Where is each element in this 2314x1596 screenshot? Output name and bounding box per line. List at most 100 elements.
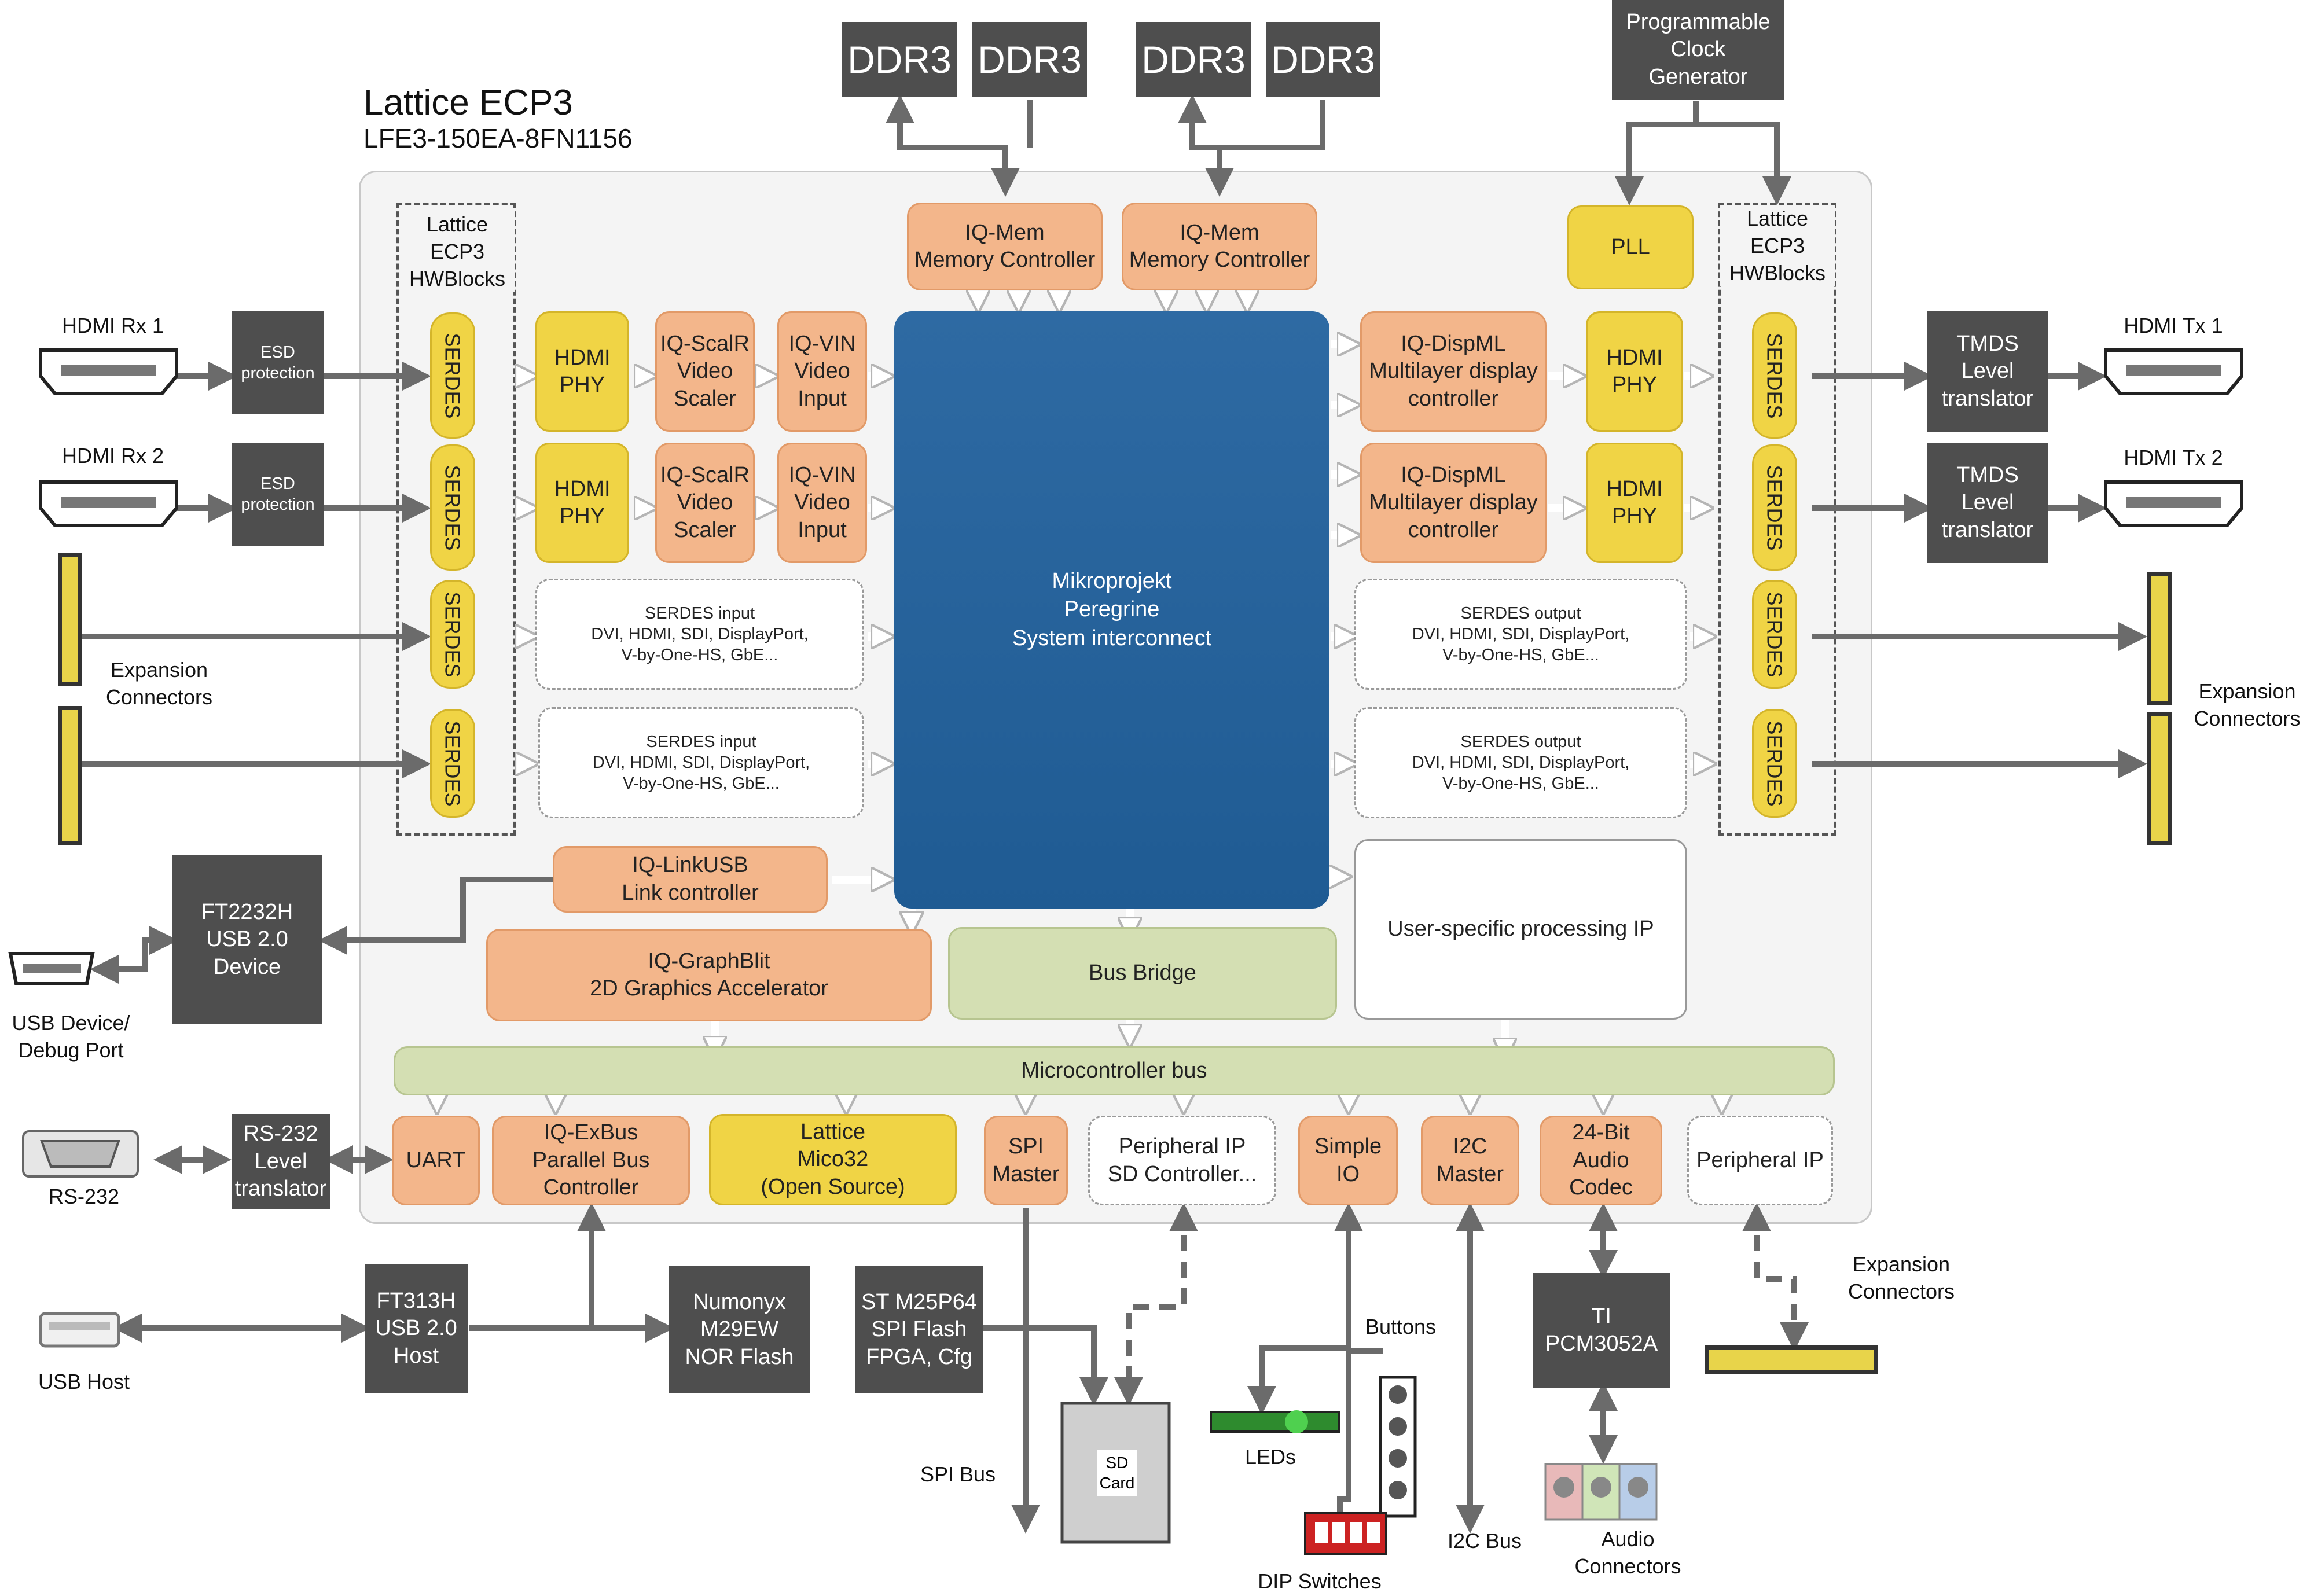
hdmi-phy-out-1: HDMI PHY xyxy=(1586,311,1683,432)
hwblocks-left-region xyxy=(396,203,516,836)
audio-jacks-icon xyxy=(1544,1463,1658,1521)
serdes-out-2: SERDES xyxy=(1752,444,1797,571)
simple-io-wire xyxy=(1247,1202,1363,1415)
expansion-header-left-1-icon xyxy=(58,553,82,686)
usb-device-wire xyxy=(90,926,178,984)
chip-title: Lattice ECP3 xyxy=(363,83,573,123)
spi-flash-wire xyxy=(983,1325,1108,1406)
dip-wire xyxy=(1337,1348,1351,1513)
dip-switches-label: DIP Switches xyxy=(1258,1569,1382,1593)
linkusb-wire xyxy=(318,877,556,955)
mico32-processor: Lattice Mico32 (Open Source) xyxy=(709,1114,957,1205)
display-controller-1: IQ-DispML Multilayer display controller xyxy=(1360,311,1547,432)
ddr-wire-4 xyxy=(1220,100,1325,150)
serdes-in-3: SERDES xyxy=(430,580,475,689)
rs232-label: RS-232 xyxy=(48,1185,120,1208)
hwblocks-right-label: Lattice ECP3 HWBlocks xyxy=(1720,205,1835,287)
exbus-controller: IQ-ExBus Parallel Bus Controller xyxy=(492,1116,690,1205)
leds-icon xyxy=(1210,1410,1340,1433)
hdmi-phy-in-2: HDMI PHY xyxy=(535,443,629,563)
usb-device-label: USB Device/ Debug Port xyxy=(12,1011,130,1062)
video-input-2: IQ-VIN Video Input xyxy=(777,443,867,563)
dip-switch-icon xyxy=(1304,1512,1387,1555)
ddr3-chip-3: DDR3 xyxy=(1136,22,1251,97)
ddr3-chip-1: DDR3 xyxy=(842,22,957,97)
serdes-in-4: SERDES xyxy=(430,709,475,818)
serdes-in-2: SERDES xyxy=(430,444,475,571)
video-scaler-1: IQ-ScalR Video Scaler xyxy=(655,311,755,432)
expansion-right-label: Expansion Connectors xyxy=(2194,679,2301,730)
buttons-wire xyxy=(1346,1348,1383,1354)
hdmi-rx1-label: HDMI Rx 1 xyxy=(61,314,164,337)
hdmi-tx2-icon xyxy=(2104,480,2243,527)
ddr3-chip-2: DDR3 xyxy=(972,22,1087,97)
periph-dashed-wire xyxy=(1742,1202,1809,1351)
display-controller-2: IQ-DispML Multilayer display controller xyxy=(1360,443,1547,563)
peripheral-ip: Peripheral IP xyxy=(1687,1116,1833,1205)
serdes-input-1: SERDES input DVI, HDMI, SDI, DisplayPort… xyxy=(535,579,864,690)
audio-connectors-label: Audio Connectors xyxy=(1574,1527,1681,1578)
esd-protection-2: ESD protection xyxy=(232,443,324,546)
memory-controller-2: IQ-Mem Memory Controller xyxy=(1122,203,1317,290)
ddr-wire-3 xyxy=(1178,94,1234,197)
sd-controller: Peripheral IP SD Controller... xyxy=(1088,1116,1276,1205)
ft313-usb-host: FT313H USB 2.0 Host xyxy=(365,1264,468,1393)
spi-bus-label: SPI Bus xyxy=(920,1462,996,1486)
hdmi-tx1-label: HDMI Tx 1 xyxy=(2124,314,2223,337)
simple-io: Simple IO xyxy=(1298,1116,1398,1205)
video-scaler-2: IQ-ScalR Video Scaler xyxy=(655,443,755,563)
serdes-in-1: SERDES xyxy=(430,312,475,439)
nor-flash: Numonyx M29EW NOR Flash xyxy=(669,1266,810,1393)
i2c-master: I2C Master xyxy=(1421,1116,1519,1205)
pll-block: PLL xyxy=(1567,205,1694,289)
usb-mini-icon xyxy=(8,952,95,985)
audio-codec-ip: 24-Bit Audio Codec xyxy=(1540,1116,1662,1205)
spi-master: SPI Master xyxy=(984,1116,1068,1205)
esd-protection-1: ESD protection xyxy=(232,311,324,414)
hdmi-tx2-label: HDMI Tx 2 xyxy=(2124,446,2223,469)
clock-wire-hwb xyxy=(1696,122,1791,205)
expansion-header-bottom-icon xyxy=(1705,1345,1878,1374)
usb-host-label: USB Host xyxy=(38,1370,130,1393)
leds-label: LEDs xyxy=(1244,1445,1296,1469)
hdmi-rx1-icon xyxy=(39,348,178,395)
microcontroller-bus: Microcontroller bus xyxy=(394,1046,1835,1095)
graphics-accelerator: IQ-GraphBlit 2D Graphics Accelerator xyxy=(486,929,932,1021)
video-input-1: IQ-VIN Video Input xyxy=(777,311,867,432)
sd-dashed-wire xyxy=(1114,1202,1198,1406)
spi-flash: ST M25P64 SPI Flash FPGA, Cfg xyxy=(855,1266,983,1393)
link-usb-controller: IQ-LinkUSB Link controller xyxy=(553,846,828,913)
ft2232-usb-device: FT2232H USB 2.0 Device xyxy=(172,855,322,1024)
serdes-input-2: SERDES input DVI, HDMI, SDI, DisplayPort… xyxy=(538,707,864,818)
ddr3-chip-4: DDR3 xyxy=(1266,22,1380,97)
chip-part-number: LFE3-150EA-8FN1156 xyxy=(363,123,633,153)
clock-wire-pll xyxy=(1615,101,1699,205)
rs232-translator: RS-232 Level translator xyxy=(232,1114,330,1209)
hdmi-tx1-icon xyxy=(2104,348,2243,395)
i2c-bus-label: I2C Bus xyxy=(1447,1529,1522,1553)
db9-connector-icon xyxy=(22,1130,139,1178)
memory-controller-1: IQ-Mem Memory Controller xyxy=(907,203,1103,290)
expansion-header-left-2-icon xyxy=(58,706,82,845)
ddr-wire-1 xyxy=(886,94,1020,197)
serdes-output-2: SERDES output DVI, HDMI, SDI, DisplayPor… xyxy=(1354,707,1687,818)
hdmi-rx2-label: HDMI Rx 2 xyxy=(61,444,164,468)
clock-generator: Programmable Clock Generator xyxy=(1612,0,1784,100)
tmds-translator-2: TMDS Level translator xyxy=(1927,443,2048,563)
user-specific-ip: User-specific processing IP xyxy=(1354,839,1687,1020)
serdes-out-1: SERDES xyxy=(1752,312,1797,439)
system-interconnect: Mikroprojekt Peregrine System interconne… xyxy=(894,311,1329,909)
hdmi-phy-in-1: HDMI PHY xyxy=(535,311,629,432)
expansion-left-label: Expansion Connectors xyxy=(105,658,213,709)
usb-a-icon xyxy=(39,1312,120,1348)
expansion-bottom-label: Expansion Connectors xyxy=(1847,1252,1955,1303)
hdmi-rx2-icon xyxy=(39,480,178,527)
expansion-header-right-2-icon xyxy=(2147,712,2172,845)
ti-audio-codec: TI PCM3052A xyxy=(1533,1273,1670,1388)
serdes-out-4: SERDES xyxy=(1752,709,1797,818)
tmds-translator-1: TMDS Level translator xyxy=(1927,311,2048,432)
hdmi-phy-out-2: HDMI PHY xyxy=(1586,443,1683,563)
serdes-out-3: SERDES xyxy=(1752,580,1797,689)
